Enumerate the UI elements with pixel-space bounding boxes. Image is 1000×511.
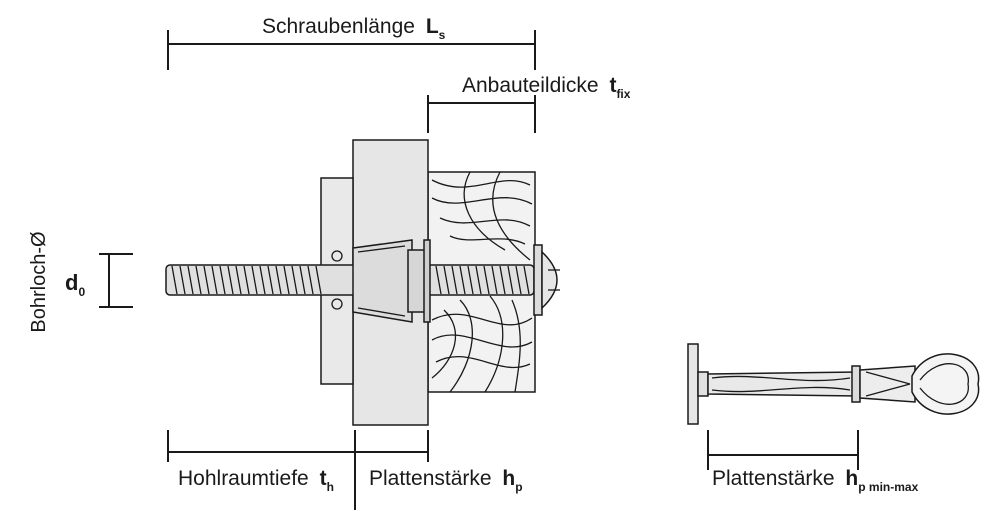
bore-diameter-label: Bohrloch-Ø: [28, 231, 50, 332]
screw-length-subscript: s: [439, 28, 446, 42]
svg-text:Hohlraumtiefe th: Hohlraumtiefe th: [178, 467, 334, 494]
bore-diameter-subscript: 0: [78, 285, 85, 299]
screw-head: [533, 244, 560, 316]
cavity-depth-subscript: h: [327, 480, 334, 494]
screw-length-symbol: L: [426, 15, 439, 38]
cavity-depth-label: Hohlraumtiefe: [178, 467, 309, 490]
fixture-thickness-subscript: fix: [616, 87, 630, 101]
panel-thickness-range-symbol: h: [845, 467, 858, 490]
bore-diameter-dimension: Bohrloch-Ø d0: [28, 231, 133, 333]
svg-text:d0: d0: [65, 270, 85, 299]
screw-shank: [165, 264, 535, 296]
cavity-depth-symbol: t: [320, 467, 327, 490]
fixture-thickness-dimension: Anbauteildicke tfix: [427, 74, 631, 133]
fixture-thickness-symbol: t: [609, 74, 616, 97]
standalone-toggle-anchor: [687, 343, 980, 425]
fixture-thickness-label: Anbauteildicke: [462, 74, 599, 97]
screw-length-label: Schraubenlänge: [262, 15, 415, 38]
svg-text:Anbauteildicke tfix: Anbauteildicke tfix: [462, 74, 631, 101]
panel-thickness-label: Plattenstärke: [369, 467, 492, 490]
panel-thickness-symbol: h: [502, 467, 515, 490]
svg-text:Plattenstärke hp min-max: Plattenstärke hp min-max: [712, 467, 919, 494]
panel-thickness-subscript: p: [515, 480, 522, 494]
bottom-dimensions: Hohlraumtiefe th Plattenstärke hp: [167, 430, 523, 510]
svg-text:Plattenstärke hp: Plattenstärke hp: [369, 467, 523, 494]
panel-thickness-range-subscript: p min-max: [858, 480, 918, 494]
screw-length-dimension: Schraubenlänge Ls: [167, 15, 536, 70]
panel-thickness-range-dimension: Plattenstärke hp min-max: [707, 430, 919, 494]
panel-thickness-range-label: Plattenstärke: [712, 467, 835, 490]
bore-diameter-symbol: d: [65, 270, 78, 295]
svg-text:Schraubenlänge Ls: Schraubenlänge Ls: [262, 15, 446, 42]
anchor-sleeve: [352, 239, 431, 323]
